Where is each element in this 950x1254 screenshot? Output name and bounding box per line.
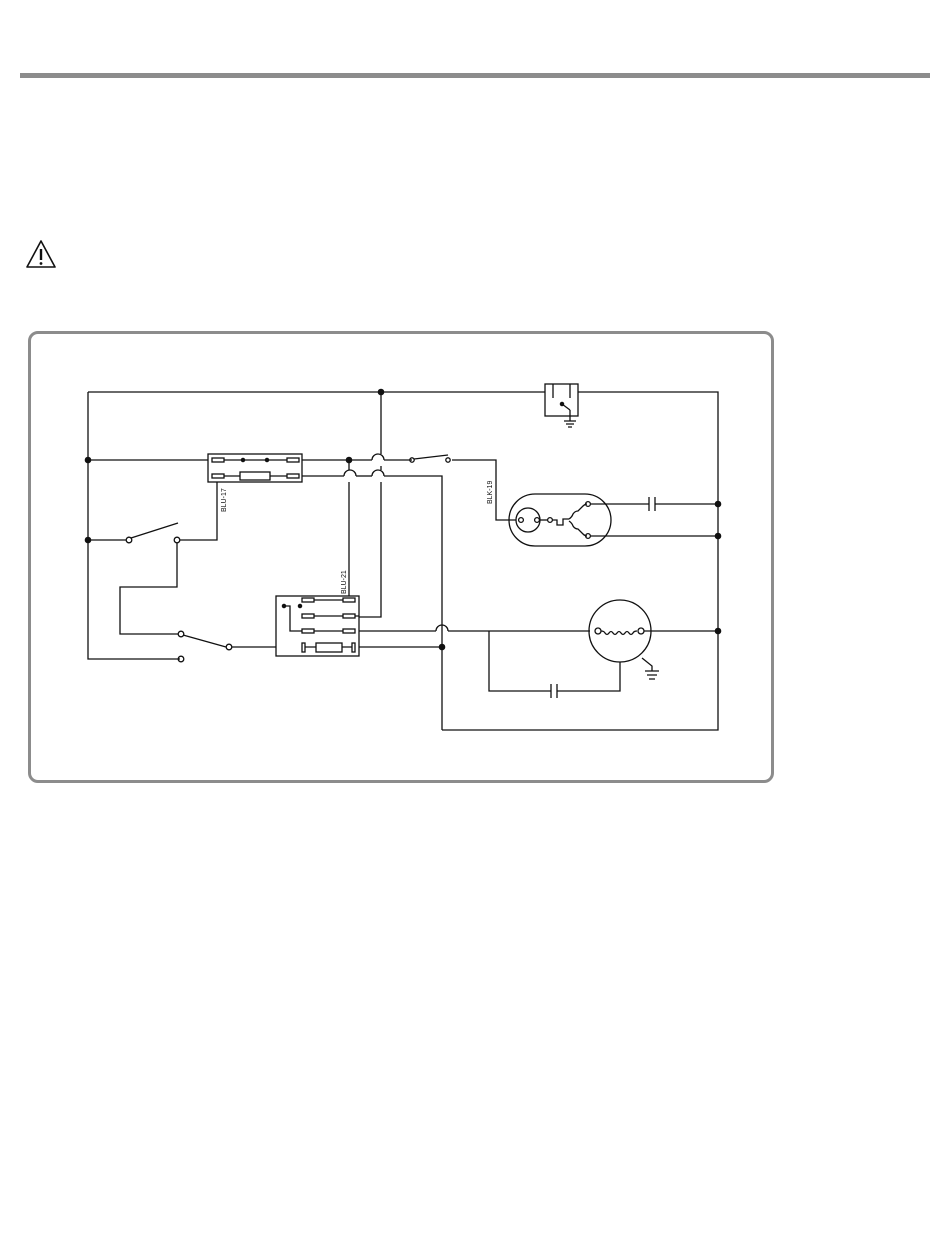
wiring-diagram-panel [28,331,774,783]
warning-icon [24,238,58,270]
top-rule [20,73,930,78]
